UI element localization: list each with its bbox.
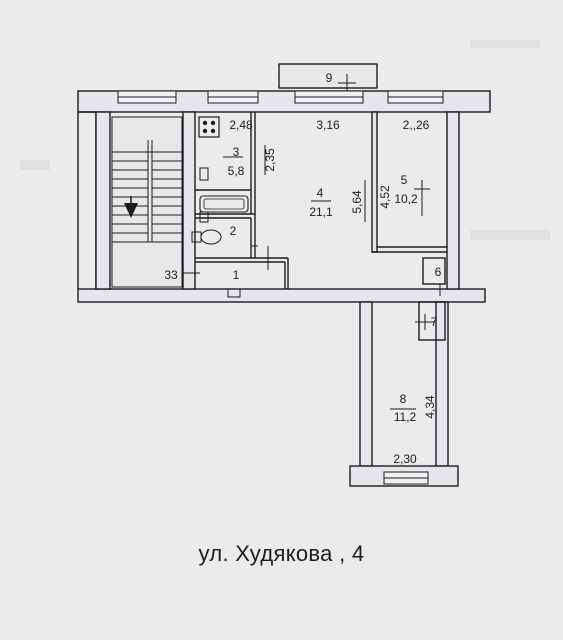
- room8-width-label: 2,30: [393, 452, 417, 466]
- balcony-number-label: 9: [326, 71, 333, 85]
- balcony: [278, 63, 378, 100]
- room5-area-label: 10,2: [394, 192, 418, 206]
- room3-area-label: 5,8: [228, 164, 245, 178]
- room5-number-label: 5: [401, 173, 408, 187]
- door-marks: [227, 245, 441, 330]
- room8-number-label: 8: [400, 392, 407, 406]
- living-width-label: 3,16: [316, 118, 340, 132]
- dimension-ticks: [223, 145, 430, 410]
- staircase: [111, 116, 183, 288]
- kitchen-depth-label: 2,35: [263, 148, 277, 172]
- sink-icon: [199, 167, 209, 181]
- kitchen-width-label: 2,48: [229, 118, 253, 132]
- room5-depth-label: 4,52: [378, 185, 392, 209]
- living-depth-label: 5,64: [350, 190, 364, 214]
- background-texture: [20, 40, 550, 240]
- walls: [77, 90, 491, 487]
- windows: [117, 90, 444, 485]
- toilet-icon: [191, 229, 222, 245]
- room8-area-label: 11,2: [394, 410, 417, 424]
- stair-arrow-icon: [124, 196, 138, 218]
- room5-width-label: 2,,26: [403, 118, 430, 132]
- room1-number-label: 1: [233, 268, 240, 282]
- room3-number-label: 3: [233, 145, 240, 159]
- washbasin-icon: [199, 211, 209, 223]
- room4-area-label: 21,1: [309, 205, 333, 219]
- room7-number-label: 7: [431, 315, 438, 329]
- room8-depth-label: 4,34: [423, 395, 437, 419]
- stove-icon: [198, 116, 220, 138]
- bathtub-icon: [199, 195, 249, 213]
- room4-number-label: 4: [317, 186, 324, 200]
- room6-number-label: 6: [435, 265, 442, 279]
- stair-number-label: 33: [164, 268, 178, 282]
- address-caption: ул. Худякова , 4: [198, 541, 365, 566]
- room2-number-label: 2: [230, 224, 237, 238]
